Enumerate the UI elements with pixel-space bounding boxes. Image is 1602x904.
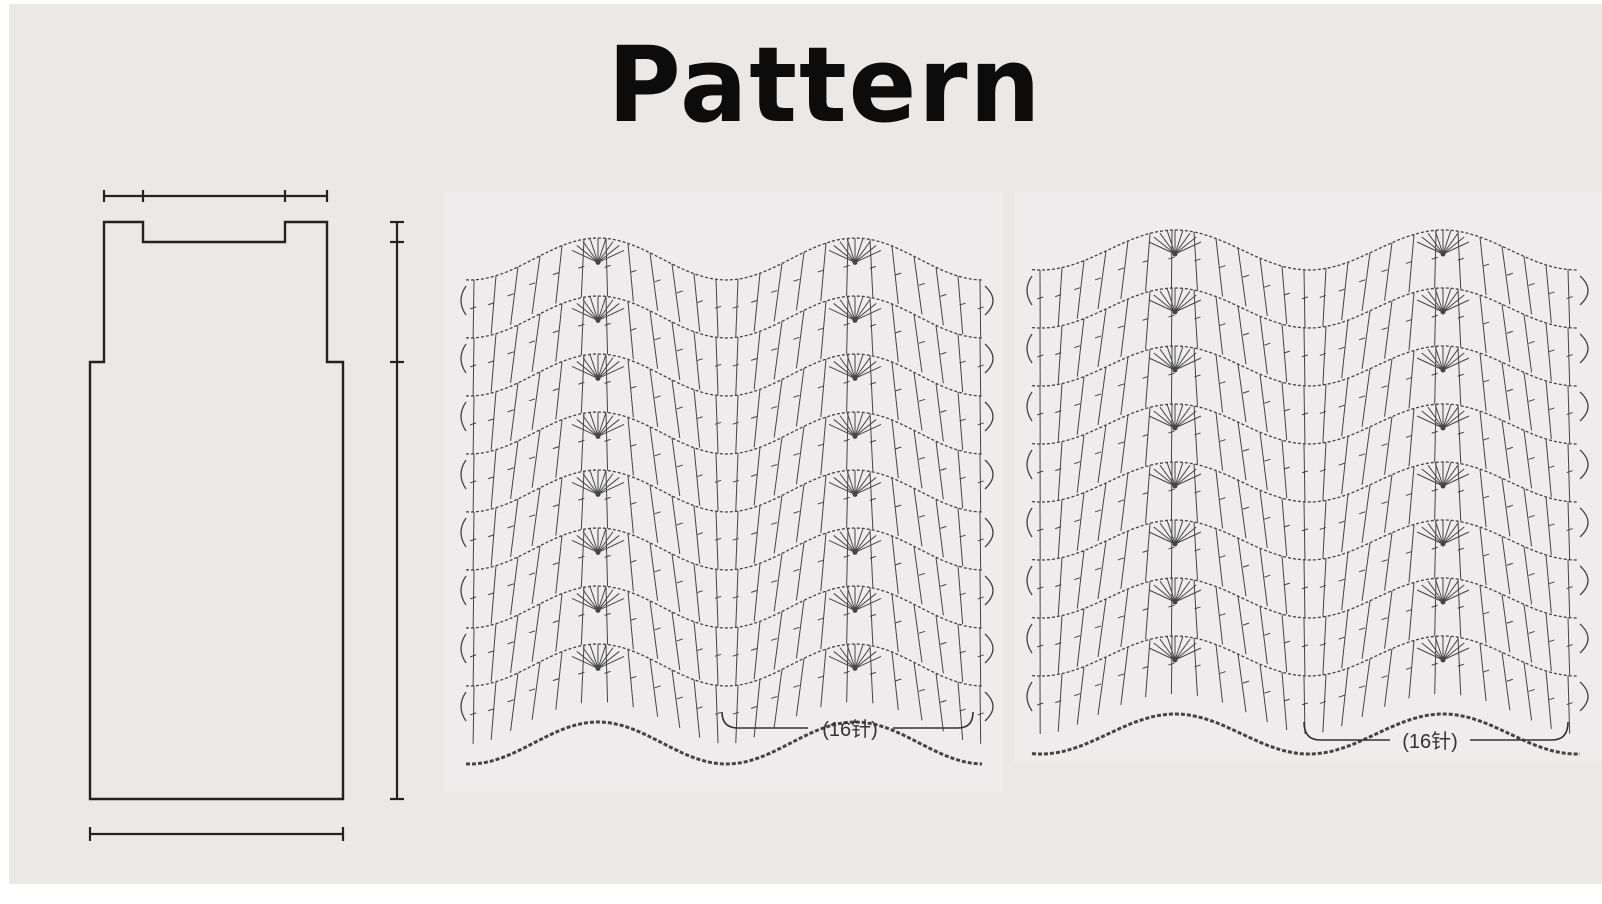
chart-2-repeat-label: (16针)	[1402, 730, 1458, 753]
bottom-width-dimension	[90, 827, 343, 841]
top-width-dimension	[104, 190, 327, 202]
garment-schematic	[90, 222, 343, 799]
garment-outline	[90, 222, 343, 799]
chart-1-repeat-label: (16针)	[822, 718, 878, 741]
height-dimension	[390, 222, 404, 799]
